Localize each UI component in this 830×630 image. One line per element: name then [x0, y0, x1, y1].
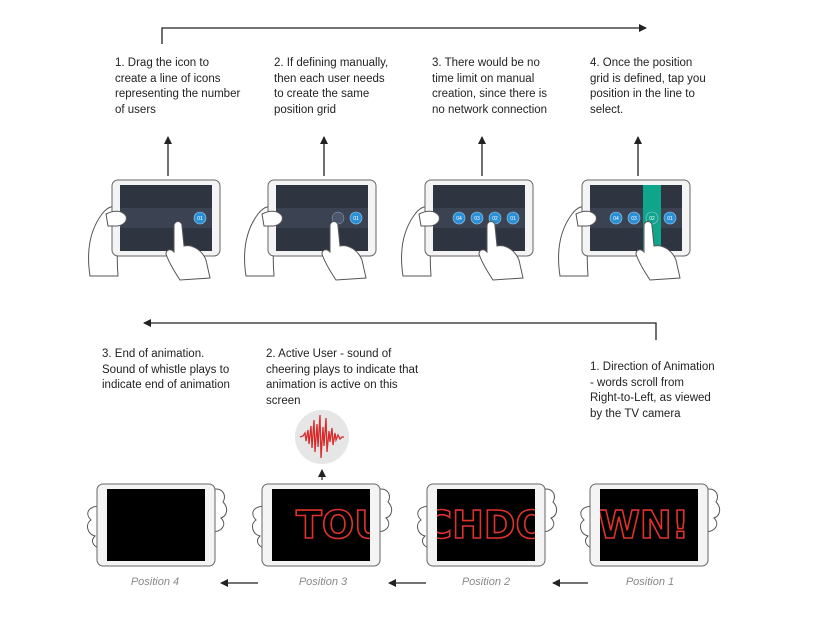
position-label-4: Position 4: [130, 576, 180, 588]
right-hand: [635, 221, 681, 281]
user-icon-label: 04: [613, 216, 619, 222]
bottom-flow-arrow: [143, 319, 657, 340]
left-thumb: [105, 210, 127, 227]
grid-band: [120, 208, 212, 228]
user-icon: [193, 211, 207, 225]
display-tablet-2: CHDO: [417, 483, 558, 567]
user-icon-label: 03: [631, 216, 637, 222]
user-icon: [609, 211, 623, 225]
user-icon-label: 04: [456, 216, 462, 222]
bottom-step-1: 1. Direction of Animation - words scroll…: [590, 361, 715, 420]
grid-band: [276, 208, 368, 228]
tablet-screen: [437, 489, 535, 561]
user-icon-label: 02: [492, 216, 498, 222]
setup-tablet-2: 01: [244, 179, 377, 281]
right-hand: [165, 221, 211, 281]
cheering-sound-icon: [295, 410, 349, 464]
setup-tablet-3: 04 03 02 01: [401, 179, 534, 281]
bottom-step-2: 2. Active User - sound of cheering plays…: [266, 348, 419, 407]
display-tablet-3: TOU: [252, 483, 393, 567]
top-step-4: 4. Once the position grid is defined, ta…: [590, 57, 706, 116]
top-step-3: 3. There would be no time limit on manua…: [432, 57, 548, 116]
user-icon-label: 01: [667, 216, 673, 222]
user-icon-label: 02: [649, 216, 655, 222]
user-icon: [627, 211, 641, 225]
setup-tablet-1: 01: [88, 179, 221, 281]
scrolling-word: TOU: [296, 503, 385, 547]
user-icon-label: 01: [197, 216, 203, 222]
user-icon: [452, 211, 466, 225]
user-icon-label: 01: [353, 216, 359, 222]
top-flow-arrow: [161, 24, 647, 44]
user-icon-label: 03: [474, 216, 480, 222]
bottom-step-3: 3. End of animation. Sound of whistle pl…: [102, 348, 230, 391]
display-tablet-4: [87, 483, 228, 567]
left-thumb: [575, 210, 597, 227]
user-icon: [663, 211, 677, 225]
right-hand: [478, 221, 524, 281]
display-tablet-1: WN!: [580, 483, 721, 567]
position-label-3: Position 3: [298, 576, 348, 588]
right-hand: [321, 221, 367, 281]
top-step-2: 2. If defining manually, then each user …: [274, 57, 389, 116]
user-icon: [349, 211, 363, 225]
scrolling-word: WN!: [598, 503, 689, 547]
scrolling-word: CHDO: [424, 503, 548, 547]
user-icon: [470, 211, 484, 225]
user-icon: [506, 211, 520, 225]
tablet-screen: [600, 489, 698, 561]
position-label-2: Position 2: [461, 576, 511, 588]
tablet-screen: [107, 489, 205, 561]
left-thumb: [418, 210, 440, 227]
position-label-1: Position 1: [625, 576, 675, 588]
tablet-screen: [272, 489, 370, 561]
top-step-1: 1. Drag the icon to create a line of ico…: [115, 57, 241, 116]
user-icon-label: 01: [510, 216, 516, 222]
setup-tablet-4: 04 03 02 01: [558, 179, 691, 281]
left-thumb: [261, 210, 283, 227]
